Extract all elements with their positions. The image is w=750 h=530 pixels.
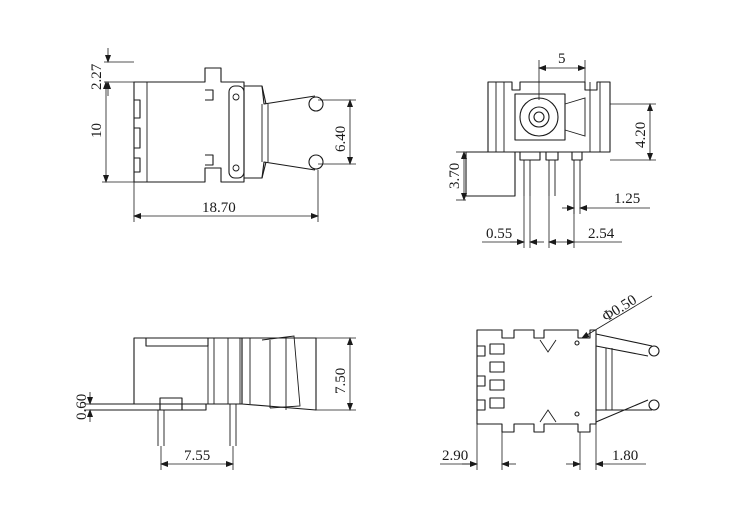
dim-tr-body-height: 4.20	[633, 122, 649, 148]
dim-tl-height-top: 2.27	[89, 63, 105, 90]
dim-tr-pin-pitch: 2.54	[588, 226, 615, 242]
dim-br-hole: Φ0.50	[600, 292, 640, 325]
view-bottom-left: 7.50 0.60 7.55	[74, 335, 356, 470]
dim-bl-pin-spacing: 7.55	[184, 448, 210, 464]
dim-tl-height-body: 10	[89, 123, 105, 138]
dim-tr-pin-spacing-top: 5	[558, 51, 566, 67]
dim-tr-pin-width: 0.55	[486, 226, 512, 242]
dim-tl-spring-gap: 6.40	[333, 126, 349, 152]
dim-br-left-offset: 2.90	[442, 448, 468, 464]
bottom-left-outline	[90, 335, 317, 446]
bottom-right-outline	[476, 329, 660, 433]
dim-tl-width-total: 18.70	[202, 200, 236, 216]
top-left-outline	[133, 67, 324, 183]
view-bottom-right: Φ0.50 2.90 1.80	[440, 292, 660, 470]
dim-bl-plate: 0.60	[74, 394, 90, 420]
dim-tr-left-height: 3.70	[447, 163, 463, 189]
dim-bl-height: 7.50	[333, 368, 349, 394]
dim-tr-pin-offset: 1.25	[614, 191, 640, 207]
top-right-outline	[465, 81, 611, 200]
view-top-right: 5 4.20 3.70 1.25 0.55 2.54	[447, 51, 656, 248]
view-top-left: 2.27 10 18.70 6.40	[89, 48, 356, 222]
dim-br-right-offset: 1.80	[612, 448, 638, 464]
